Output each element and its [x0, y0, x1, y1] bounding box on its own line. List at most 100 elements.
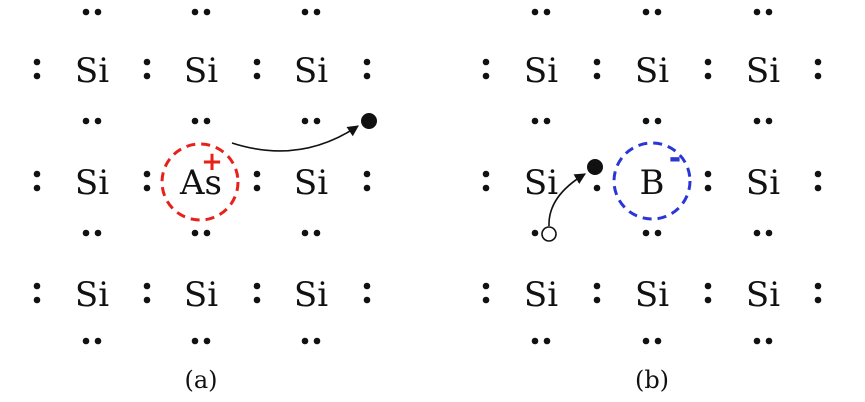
electron-dot — [313, 337, 321, 345]
electron-dot — [543, 8, 551, 16]
electron-dot — [94, 229, 102, 237]
atom-a-0-0: Si — [75, 51, 109, 91]
electron-dot — [814, 184, 822, 192]
electron-dot — [814, 58, 822, 66]
electron-dot — [82, 337, 90, 345]
electron-dot — [654, 229, 662, 237]
electron-dot — [654, 337, 662, 345]
electron-dot — [753, 337, 761, 345]
electron-dot — [814, 72, 822, 80]
electron-dot — [143, 296, 151, 304]
electron-dot — [543, 117, 551, 125]
atom-b-0-0: Si — [524, 51, 558, 91]
atom-a-1-0: Si — [75, 163, 109, 203]
electron-dot — [704, 184, 712, 192]
electron-dot — [143, 58, 151, 66]
atom-b-0-1: Si — [635, 51, 669, 91]
dopant-ring-a — [160, 142, 240, 222]
atom-a-2-1: Si — [184, 275, 218, 315]
electron-dot — [253, 184, 261, 192]
electron-dot — [253, 282, 261, 290]
electron-dot — [94, 117, 102, 125]
electron-dot — [203, 229, 211, 237]
electron-dot — [814, 282, 822, 290]
electron-dot — [363, 170, 371, 178]
electron-dot — [704, 282, 712, 290]
electron-dot — [94, 8, 102, 16]
atom-b-1-0: Si — [524, 163, 558, 203]
atom-b-2-0: Si — [524, 275, 558, 315]
electron-dot — [143, 170, 151, 178]
electron-dot — [363, 184, 371, 192]
electron-dot — [313, 229, 321, 237]
electron-dot — [82, 8, 90, 16]
electron-dot — [313, 117, 321, 125]
electron-dot — [94, 337, 102, 345]
atom-b-2-1: Si — [635, 275, 669, 315]
electron-dot — [814, 296, 822, 304]
electron-dot — [642, 117, 650, 125]
electron-dot — [482, 296, 490, 304]
electron-dot — [482, 170, 490, 178]
electron-dot — [203, 117, 211, 125]
electron-dot — [531, 229, 539, 237]
atom-b-1-2: Si — [746, 163, 780, 203]
electron-dot — [82, 117, 90, 125]
electron-dot — [301, 229, 309, 237]
electron-dot — [531, 337, 539, 345]
electron-dot — [203, 337, 211, 345]
electron-dot — [143, 184, 151, 192]
electron-dot — [33, 296, 41, 304]
electron-dot — [482, 184, 490, 192]
electron-dot — [765, 337, 773, 345]
electron-dot — [363, 282, 371, 290]
caption-a: (a) — [184, 366, 217, 394]
electron-dot — [363, 72, 371, 80]
electron-dot — [143, 282, 151, 290]
electron-dot — [191, 229, 199, 237]
electron-dot — [253, 58, 261, 66]
electron-dot — [593, 58, 601, 66]
electron-dot — [654, 8, 662, 16]
electron-dot — [593, 282, 601, 290]
free-electron — [361, 113, 377, 129]
electron-dot — [301, 117, 309, 125]
electron-dot — [253, 72, 261, 80]
electron-dot — [301, 8, 309, 16]
valence-dots-a — [33, 8, 371, 345]
electron-dot — [253, 296, 261, 304]
negative-charge-sign: - — [669, 141, 681, 176]
electron-dot — [191, 8, 199, 16]
electron-dot — [765, 117, 773, 125]
electron-path-arrow-b — [548, 173, 586, 227]
electron-dot — [482, 58, 490, 66]
caption-b: (b) — [635, 366, 669, 394]
electron-dot — [704, 58, 712, 66]
electron-dot — [704, 296, 712, 304]
electron-dot — [363, 296, 371, 304]
electron-dot — [33, 184, 41, 192]
dopant-atom-a: As — [179, 163, 222, 203]
electron-dot — [253, 170, 261, 178]
electron-dot — [482, 72, 490, 80]
electron-dot — [753, 229, 761, 237]
electron-dot — [704, 72, 712, 80]
electron-dot — [593, 184, 601, 192]
atom-b-0-2: Si — [746, 51, 780, 91]
electron-dot — [642, 337, 650, 345]
electron-dot — [531, 8, 539, 16]
electron-dot — [593, 296, 601, 304]
electron-dot — [654, 117, 662, 125]
atom-b-2-2: Si — [746, 275, 780, 315]
electron-dot — [543, 337, 551, 345]
electron-dot — [143, 72, 151, 80]
electron-dot — [203, 8, 211, 16]
electron-dot — [642, 229, 650, 237]
electron-dot — [82, 229, 90, 237]
dopant-ring-b — [612, 141, 692, 221]
electron-dot — [363, 58, 371, 66]
electron-dot — [642, 8, 650, 16]
hole — [541, 226, 557, 242]
